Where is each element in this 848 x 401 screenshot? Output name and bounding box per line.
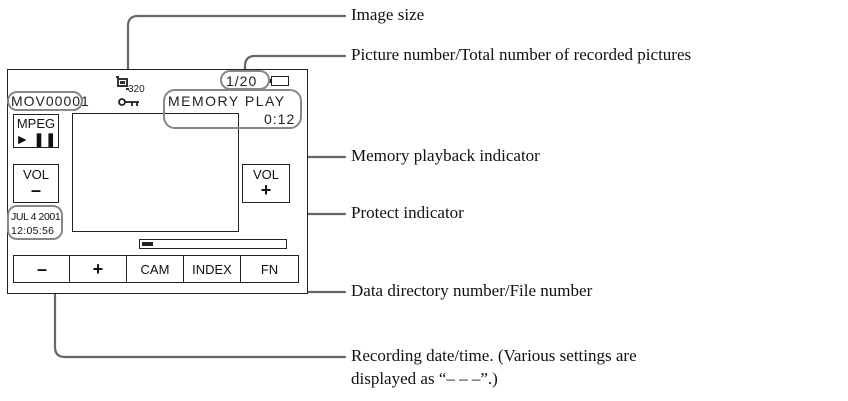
key-icon	[118, 98, 139, 106]
highlight-picture-count	[220, 70, 270, 90]
lcd-screen: 320 1/20 MOV00001 MEMORY PLAY 0:12 MPEG …	[7, 69, 308, 294]
mpeg-play-pause-button[interactable]: MPEG ► ❚❚	[13, 114, 59, 148]
minus-icon: –	[30, 180, 41, 200]
battery-icon	[268, 76, 289, 86]
vol-down-label: VOL	[22, 167, 49, 182]
play-pause-icon: ► ❚❚	[15, 130, 57, 147]
image-preview-area	[72, 113, 239, 232]
fn-label: FN	[260, 261, 279, 277]
recording-date: JUL 4 2001	[11, 211, 61, 223]
memory-play-indicator: MEMORY PLAY	[168, 93, 286, 109]
callout-picture-number: Picture number/Total number of recorded …	[351, 45, 692, 64]
playback-progress-bar	[139, 239, 287, 249]
plus-button[interactable]: +	[69, 255, 127, 283]
index-button[interactable]: INDEX	[183, 255, 241, 283]
callout-memory-playback: Memory playback indicator	[351, 146, 540, 165]
callout-recording-date-line2: displayed as “– – –”.)	[351, 369, 498, 388]
plus-icon: +	[260, 180, 272, 200]
recording-time: 12:05:56	[11, 225, 55, 237]
elapsed-time: 0:12	[264, 111, 296, 127]
index-label: INDEX	[192, 261, 232, 277]
leader-picture-number	[243, 54, 347, 74]
plus-button-icon: +	[92, 259, 104, 279]
callout-data-directory: Data directory number/File number	[351, 281, 593, 300]
highlight-date-time	[7, 205, 63, 240]
callout-recording-date-line1: Recording date/time. (Various settings a…	[351, 346, 637, 365]
file-number: MOV00001	[11, 93, 90, 109]
highlight-file-number	[7, 91, 83, 111]
vol-down-button[interactable]: VOL –	[13, 164, 59, 203]
minus-button[interactable]: –	[13, 255, 71, 283]
callout-image-size: Image size	[351, 5, 425, 24]
highlight-memory-play	[163, 89, 302, 129]
minus-button-icon: –	[36, 259, 47, 279]
image-size-icon	[116, 76, 129, 90]
picture-count: 1/20	[226, 73, 258, 89]
leader-recording-date	[53, 227, 347, 359]
image-size-value: 320	[128, 84, 145, 95]
cam-button[interactable]: CAM	[126, 255, 184, 283]
image-size-indicator: 320	[116, 76, 150, 95]
callout-protect: Protect indicator	[351, 203, 464, 222]
cam-label: CAM	[140, 261, 170, 277]
vol-up-label: VOL	[252, 167, 279, 182]
fn-button[interactable]: FN	[240, 255, 299, 283]
vol-up-button[interactable]: VOL +	[242, 164, 290, 203]
playback-progress-fill	[142, 242, 153, 246]
mpeg-label: MPEG	[16, 115, 56, 131]
leader-image-size	[126, 14, 347, 72]
recording-date-time: JUL 4 2001 12:05:56	[11, 210, 63, 238]
